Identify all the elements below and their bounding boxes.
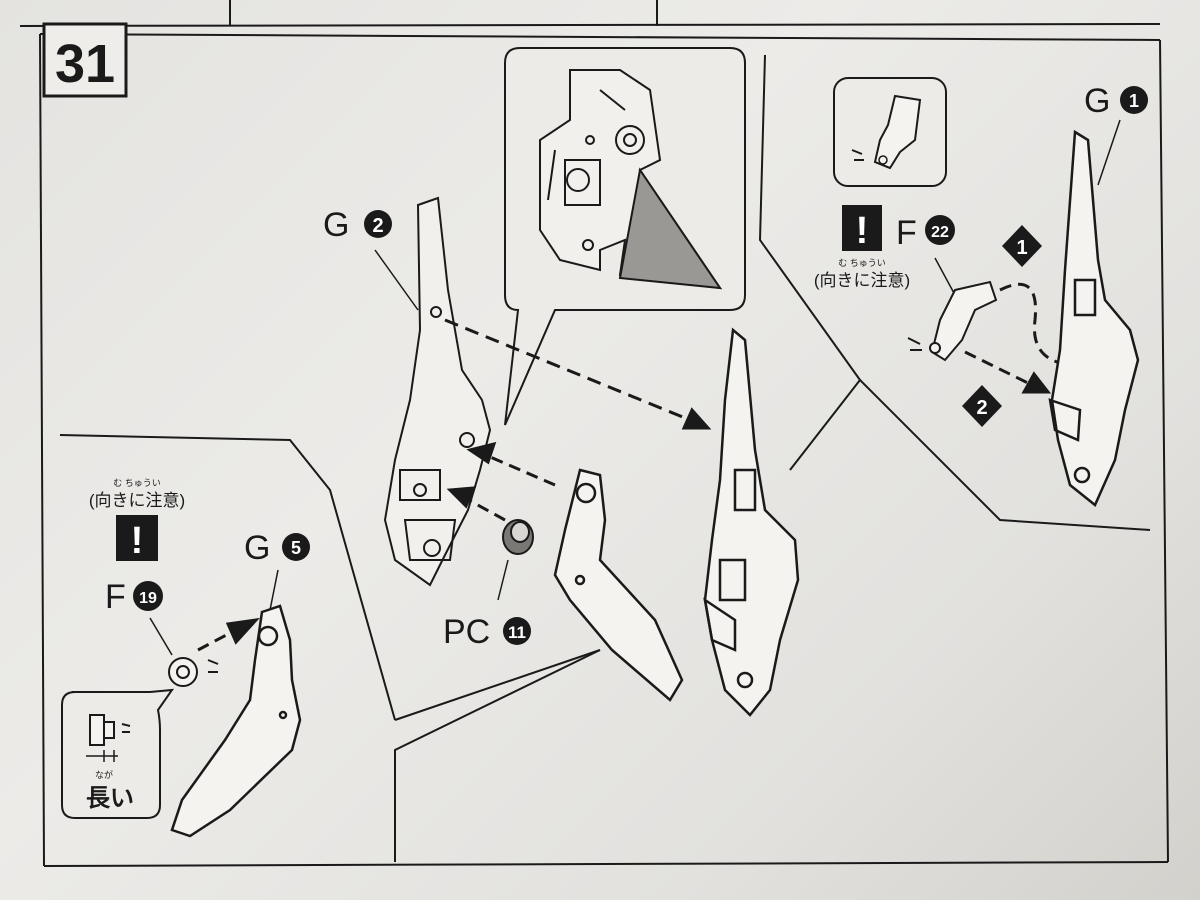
sequence-2: 2 [962,385,1002,427]
previous-step-strip [19,0,1161,27]
ruby-right: む ちゅうい [838,258,886,268]
label-g5: G 5 [244,529,310,611]
step-frame [39,33,1169,867]
part-blade-center [553,468,684,702]
svg-text:G: G [323,206,349,244]
svg-text:G: G [244,529,270,567]
svg-text:5: 5 [291,538,301,558]
svg-text:11: 11 [508,623,526,642]
step-number-box: 31 [42,22,128,98]
svg-text:22: 22 [931,224,949,241]
label-g1: G 1 [1084,82,1148,186]
f22-orientation-inset [833,77,947,187]
part-g5 [170,604,302,838]
svg-text:G: G [1084,82,1110,120]
svg-text:!: ! [856,210,869,252]
length-callout: なが 長い [61,688,175,819]
part-g2 [383,196,492,587]
callout-ruby: なが [95,769,113,780]
svg-text:1: 1 [1129,91,1139,111]
svg-text:PC: PC [443,613,490,651]
part-g1 [1048,129,1140,507]
svg-text:!: ! [131,520,144,562]
caution-f19: む ちゅうい (向きに注意) ! F 19 [89,478,185,616]
svg-text:F: F [896,214,917,252]
sequence-1: 1 [1002,225,1042,267]
arrows-blade-to-g2 [446,441,556,522]
arrow-f19-to-g5 [197,617,260,652]
ruby-left: む ちゅうい [113,478,161,488]
orientation-note-right: (向きに注意) [814,271,910,290]
caution-f22: ! F 22 む ちゅうい (向きに注意) [814,205,955,290]
magnified-detail [539,69,723,290]
orientation-note-left: (向きに注意) [89,491,185,510]
part-f22 [907,257,998,362]
svg-text:F: F [105,578,126,616]
arrow-g2-to-main [444,318,712,430]
svg-text:1: 1 [1016,237,1027,259]
svg-text:19: 19 [139,590,157,607]
step-number: 31 [55,34,115,94]
part-f19 [149,617,219,687]
svg-text:2: 2 [372,215,383,237]
label-g2: G 2 [323,206,419,311]
label-pc11: PC 11 [443,613,531,651]
part-pc11 [497,519,534,601]
part-main-center [703,327,800,717]
svg-text:2: 2 [976,397,987,419]
callout-text: 長い [86,785,134,812]
